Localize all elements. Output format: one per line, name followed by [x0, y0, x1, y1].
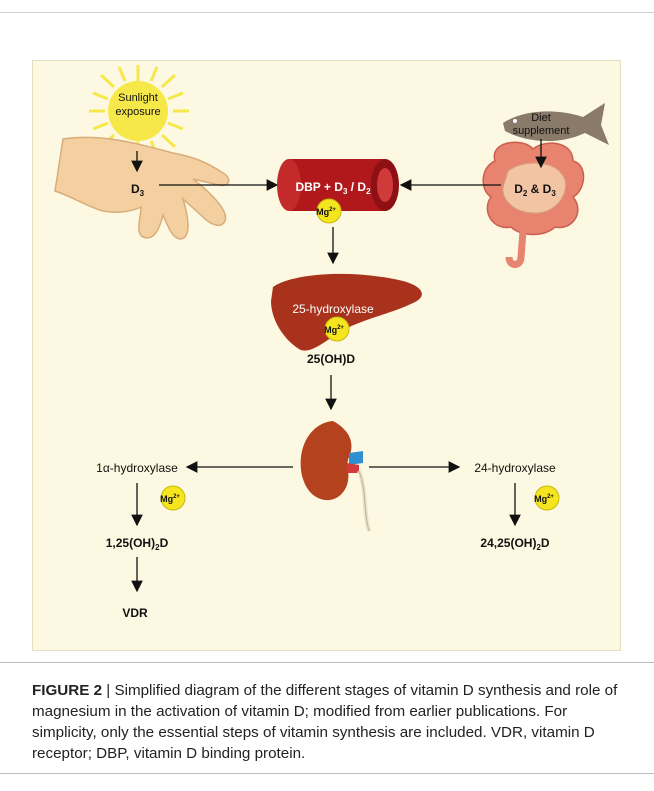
intestine-icon: [483, 142, 583, 264]
mg-badge-liver: Mg2+: [324, 317, 349, 341]
mg-badge-right: Mg2+: [534, 486, 559, 510]
fish-icon: [503, 103, 609, 145]
supplement-label: supplement: [513, 125, 570, 137]
caption-text: Simplified diagram of the different stag…: [32, 682, 617, 762]
vdr-label: VDR: [122, 606, 148, 620]
diagram-panel: Sunlight exposure D3 DBP + D3 / D2 Mg2+ …: [32, 60, 621, 651]
gut-d2-d3-label: D2 & D3: [514, 182, 556, 198]
24-25-dihydroxy-label: 24,25(OH)2D: [480, 536, 549, 552]
kidney-icon: [301, 421, 369, 531]
figure-caption: FIGURE 2 | Simplified diagram of the dif…: [32, 680, 626, 764]
liver-enzyme-label: 25-hydroxylase: [292, 302, 374, 316]
sunlight-label: Sunlight: [118, 92, 158, 104]
liver-product-label: 25(OH)D: [307, 352, 355, 366]
24-hydroxylase-label: 24-hydroxylase: [474, 461, 556, 475]
diet-label: Diet: [531, 112, 551, 124]
calcitriol-label: 1,25(OH)2D: [106, 536, 169, 552]
mg-badge-blood: Mg2+: [316, 199, 341, 223]
blood-transport-label: DBP + D3 / D2: [295, 180, 371, 196]
exposure-label: exposure: [115, 106, 160, 118]
1a-hydroxylase-label: 1α-hydroxylase: [96, 461, 178, 475]
caption-separator: |: [102, 682, 114, 699]
figure-label: FIGURE 2: [32, 682, 102, 699]
top-rule: [0, 12, 654, 13]
vitamin-d-diagram: Sunlight exposure D3 DBP + D3 / D2 Mg2+ …: [33, 61, 622, 652]
mg-badge-left: Mg2+: [160, 486, 185, 510]
